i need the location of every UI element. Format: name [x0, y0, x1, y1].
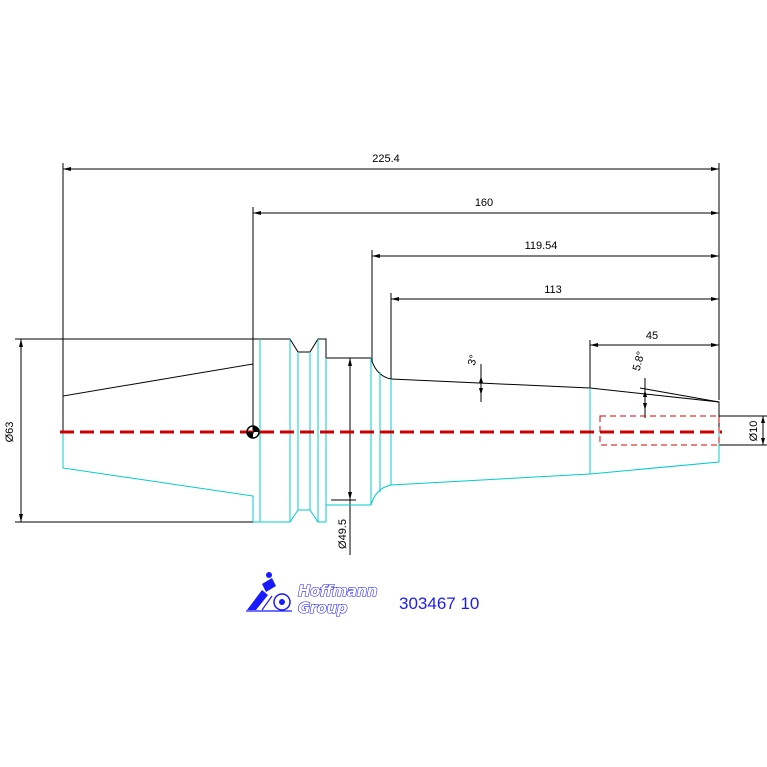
logo-line-1: Hoffmann — [298, 582, 377, 600]
flange-diameter-label: Ø63 — [4, 422, 16, 443]
dimension-body-length: 119.54 — [371, 240, 719, 362]
taper-angle-2-label: 5.8° — [631, 350, 648, 372]
dimension-overall-length: 225.4 — [62, 153, 720, 400]
tip-diameter-label: Ø10 — [748, 421, 760, 442]
taper-angle-1-label: 3° — [466, 354, 480, 367]
dimension-taper-length: 113 — [390, 284, 719, 379]
overall-length-label: 225.4 — [372, 153, 400, 165]
dimension-flange-diameter: Ø63 — [4, 338, 253, 523]
hoffmann-group-logo: Hoffmann Group — [246, 572, 378, 618]
taper-length-label: 113 — [544, 284, 562, 296]
gauge-point-icon — [246, 425, 260, 439]
dimension-tip-length: 45 — [589, 330, 719, 474]
dimension-tip-diameter: Ø10 — [719, 415, 767, 446]
dimension-shank-diameter: Ø49.5 — [331, 357, 356, 555]
body-length-label: 119.54 — [525, 240, 558, 252]
logo-line-2: Group — [298, 599, 348, 617]
tip-length-label: 45 — [646, 330, 658, 342]
shank-diameter-label: Ø49.5 — [337, 519, 349, 549]
dimension-gauge-length: 160 — [252, 197, 719, 430]
hoffmann-figure-icon — [246, 572, 292, 612]
part-number: 303467 10 — [399, 594, 479, 613]
gauge-length-label: 160 — [475, 197, 493, 209]
